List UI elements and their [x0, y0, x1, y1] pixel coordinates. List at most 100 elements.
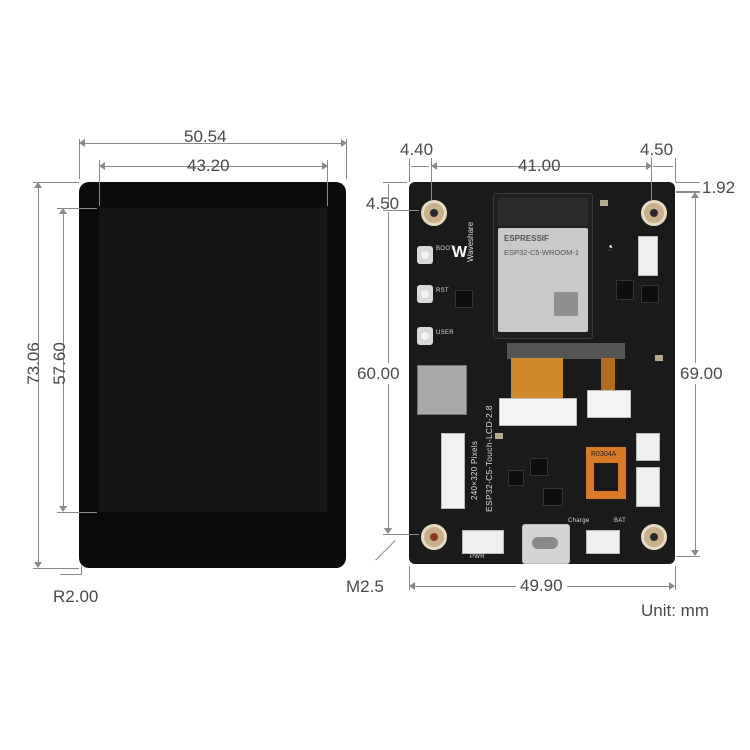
- extension-line: [57, 512, 97, 513]
- smd-component: [655, 355, 663, 361]
- unit-label: Unit: mm: [641, 601, 709, 620]
- ic-chip: [508, 470, 524, 486]
- extension-line: [383, 182, 407, 183]
- dim-board-left-inset: 4.40: [400, 140, 434, 159]
- arrow-down-icon: [59, 506, 67, 512]
- rst-button[interactable]: [417, 285, 433, 303]
- mount-hole-top-left: [421, 200, 447, 226]
- bat-connector: [586, 530, 620, 554]
- dim-screen-outer-height: 73.06: [23, 342, 43, 385]
- extension-line: [431, 158, 432, 200]
- touch-ic: R0304A: [586, 447, 626, 499]
- usb-c-port[interactable]: [522, 524, 570, 564]
- arrow-down-icon: [34, 562, 42, 568]
- module-brand: ESPRESSIF: [504, 234, 549, 243]
- mount-hole-top-right: [641, 200, 667, 226]
- dim-corner-radius: R2.00: [53, 587, 99, 606]
- user-button[interactable]: [417, 327, 433, 345]
- extension-line: [676, 192, 700, 193]
- resolution-label: 240×320 Pixels: [470, 440, 479, 500]
- arrow-right-icon: [669, 582, 675, 590]
- antenna-area: [498, 198, 588, 226]
- user-label: USER: [436, 330, 454, 336]
- arrow-up-icon: [34, 182, 42, 188]
- dimension-line: [101, 166, 325, 167]
- arrow-right-icon: [646, 162, 652, 170]
- fpc-connector: [499, 398, 577, 426]
- fpc-connector-small: [587, 390, 631, 418]
- dim-board-top-inset-right: 1.92: [702, 178, 736, 197]
- extension-line: [33, 182, 79, 183]
- pin-header: [441, 433, 465, 509]
- ic-chip: [616, 280, 634, 300]
- pwr-connector: [462, 530, 504, 554]
- dimension-line: [653, 166, 673, 167]
- extension-line: [675, 158, 676, 182]
- dim-board-hole-span-vertical: 60.00: [357, 363, 400, 384]
- ic-chip: [641, 285, 659, 303]
- dim-board-hole-span: 41.00: [518, 156, 561, 175]
- ic-chip: [543, 488, 563, 506]
- extension-line: [33, 568, 79, 569]
- leader-line: [60, 574, 82, 575]
- board-name-label: ESP32-C5-Touch-LCD-2.8: [484, 405, 494, 512]
- leader-line: [81, 566, 82, 575]
- mount-hole-bottom-right: [641, 524, 667, 550]
- dim-board-width: 49.90: [516, 577, 567, 594]
- module-name: ESP32-C5-WROOM-1: [504, 248, 580, 257]
- flex-cable-small: [601, 358, 615, 394]
- mount-hole-bottom-left: [421, 524, 447, 550]
- extension-line: [79, 139, 80, 179]
- boot-button[interactable]: [417, 246, 433, 264]
- extension-line: [346, 139, 347, 179]
- dim-screen-active-width: 43.20: [187, 156, 230, 175]
- connector-right: [636, 433, 660, 461]
- dimension-line: [38, 184, 39, 566]
- waveshare-logo-icon: W: [452, 244, 468, 261]
- dimension-line: [63, 210, 64, 510]
- arrow-right-icon: [341, 139, 347, 147]
- dim-board-height: 69.00: [680, 363, 723, 384]
- dim-mount-hole: M2.5: [346, 577, 384, 596]
- connector-top-right: [638, 236, 658, 276]
- esp32-module: ESPRESSIF ESP32-C5-WROOM-1: [493, 193, 593, 339]
- dim-board-top-inset-left: 4.50: [366, 194, 400, 213]
- dimension-line: [433, 166, 649, 167]
- smd-component: [600, 200, 608, 206]
- smd-component: [495, 433, 503, 439]
- extension-line: [383, 534, 419, 535]
- arrow-right-icon: [322, 162, 328, 170]
- extension-line: [676, 191, 700, 192]
- extension-line: [327, 160, 328, 206]
- extension-line: [676, 556, 700, 557]
- extension-line: [383, 210, 419, 211]
- boot-label: BOOT: [436, 246, 455, 252]
- leader-line: [375, 540, 396, 561]
- extension-line: [676, 182, 700, 183]
- qr-code-icon: [554, 292, 578, 316]
- module-shield: ESPRESSIF ESP32-C5-WROOM-1: [498, 228, 588, 332]
- extension-line: [57, 208, 97, 209]
- extension-line: [409, 158, 410, 182]
- extension-line: [651, 158, 652, 200]
- dim-screen-active-height: 57.60: [49, 342, 69, 385]
- arrow-left-icon: [99, 162, 105, 170]
- charge-label: Charge: [568, 518, 590, 524]
- extension-line: [99, 160, 100, 206]
- extension-line: [409, 566, 410, 590]
- pwr-label: PWR: [470, 554, 485, 560]
- arrow-down-icon: [384, 528, 392, 534]
- arrow-down-icon: [691, 550, 699, 556]
- dim-board-right-inset: 4.50: [640, 140, 674, 159]
- display-active-area: [99, 208, 327, 512]
- bat-label: BAT: [614, 518, 627, 524]
- brand-label: Waveshare: [466, 221, 475, 262]
- ic-marking: R0304A: [591, 451, 617, 458]
- dim-screen-outer-width: 50.54: [184, 127, 227, 146]
- rst-label: RST: [436, 288, 449, 294]
- extension-line: [675, 566, 676, 590]
- arrow-left-icon: [431, 162, 437, 170]
- arrow-left-icon: [79, 139, 85, 147]
- dimension-line: [411, 166, 429, 167]
- arrow-left-icon: [409, 582, 415, 590]
